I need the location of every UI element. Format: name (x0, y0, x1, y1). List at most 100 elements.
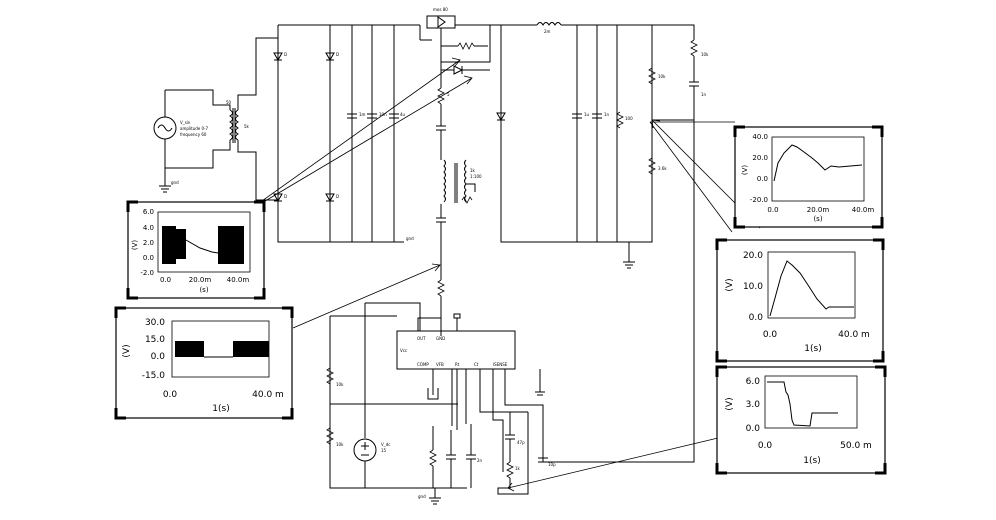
rectifier-bridge-group: D D D D 1m 10n 4u gnd (273, 24, 421, 243)
ac-source-group: V_sin amplitude 0-7 frequency 60 gnd (153, 89, 222, 193)
capacitor-icon (446, 454, 456, 460)
res-label: 1k (515, 466, 521, 471)
diode-icon (273, 52, 283, 62)
waveform-line (769, 260, 854, 317)
res-label: 10k (658, 74, 666, 79)
res-label: 100 (625, 116, 633, 121)
cap-label: 47p (517, 440, 525, 445)
scope-large-right-top: 20.0 10.0 0.0 0.0 40.0 m 1(s) (V) (715, 238, 885, 363)
y-tick-label: 20.0 (743, 251, 763, 261)
waveform-block (218, 226, 244, 264)
y-tick-label: 10.0 (743, 282, 763, 292)
ic-pin-label: Rt (455, 362, 460, 367)
xfmr-label-4: 1:100 (470, 174, 482, 179)
x-tick-label: 0.0 (758, 441, 773, 451)
waveform-block (176, 229, 186, 259)
source-gnd-label: gnd (171, 180, 179, 185)
x-tick-label: 50.0 m (840, 441, 872, 451)
x-unit-label: (s) (199, 286, 208, 294)
y-tick-label: 0.0 (757, 175, 768, 183)
x-unit-label: 1(s) (212, 404, 229, 414)
y-tick-label: 2.0 (143, 239, 154, 247)
diode-icon (453, 65, 464, 75)
waveform-block (233, 341, 269, 357)
ic-pin-label: Vcc (400, 348, 407, 353)
y-tick-label: 4.0 (143, 224, 154, 232)
inductor-label: 2m (544, 29, 551, 34)
resistor-icon (457, 42, 475, 50)
y-unit-label: (V) (131, 240, 139, 251)
resistor-icon (437, 87, 445, 105)
scope-large-right-bottom: 6.0 3.0 0.0 0.0 50.0 m 1(s) (V) (715, 365, 887, 475)
pwm-controller-ic (396, 330, 516, 370)
y-tick-label: 40.0 (752, 133, 768, 141)
resistor-icon (326, 427, 334, 445)
resistor-icon (616, 111, 624, 129)
diode-icon (496, 112, 506, 122)
cap-label: 2n (477, 458, 483, 463)
x-tick-label: 0.0 (160, 276, 171, 284)
y-tick-label: 6.0 (143, 208, 154, 216)
source-label-3: frequency 60 (180, 132, 207, 137)
resistor-icon (648, 67, 656, 85)
xfmr-label-1: 50 (226, 100, 232, 105)
resistor-icon (461, 196, 473, 204)
capacitor-icon (347, 113, 357, 119)
resistor-icon (506, 461, 514, 479)
dc-source-label-1: V_dc (381, 442, 390, 447)
y-unit-label: (V) (122, 344, 132, 357)
source-label-2: amplitude 0-7 (180, 126, 208, 131)
res-label: 10k (701, 52, 709, 57)
diode-label: D (336, 194, 339, 199)
resistor-icon (437, 279, 445, 297)
y-tick-label: 3.0 (746, 400, 761, 410)
waveform-line (773, 144, 863, 182)
waveform-block (175, 341, 204, 357)
y-tick-label: 6.0 (746, 377, 761, 387)
coupling-transformer-icon (443, 159, 446, 203)
y-unit-label: (V) (725, 397, 735, 410)
x-tick-label: 40.0 m (838, 330, 870, 340)
potentiometer-icon (429, 449, 437, 467)
diode-label: D (284, 52, 287, 57)
x-tick-label: 0.0 (763, 330, 778, 340)
x-tick-label: 20.0m (807, 206, 830, 214)
cap-label: 10p (548, 462, 556, 467)
ic-pin-label: Ct (474, 362, 479, 367)
resistor-icon (326, 367, 334, 385)
x-tick-label: 40.0 m (252, 390, 284, 400)
y-unit-label: (V) (741, 165, 749, 176)
resistor-icon (648, 157, 656, 175)
res-label: 5 (447, 92, 450, 97)
y-tick-label: 0.0 (746, 424, 761, 434)
source-label-1: V_sin (180, 120, 191, 125)
x-unit-label: (s) (813, 215, 822, 223)
res-label: 10k (336, 382, 344, 387)
cap-label: 1n (604, 112, 610, 117)
y-tick-label: -20.0 (750, 196, 768, 204)
x-tick-label: 0.0 (767, 206, 778, 214)
capacitor-icon (505, 434, 515, 440)
scope-small-left: 6.0 4.0 2.0 0.0 -2.0 0.0 20.0m 40.0m (s)… (126, 200, 266, 300)
y-tick-label: 0.0 (151, 352, 166, 362)
xfmr-label-2: 5k (244, 124, 250, 129)
scope-small-right: 40.0 20.0 0.0 -20.0 0.0 20.0m 40.0m (s) … (733, 125, 884, 229)
dc-source-label-2: 15 (381, 448, 387, 453)
scope-large-left: 30.0 15.0 0.0 -15.0 0.0 40.0 m 1(s) (V) (114, 306, 294, 420)
diode-icon (273, 193, 283, 203)
ic-pin-label: VFB (436, 362, 444, 367)
cap-label: 1m (359, 112, 366, 117)
diode-icon (325, 52, 335, 62)
mosfet-switch-icon (426, 15, 456, 29)
switch-label: mos 80 (433, 7, 448, 12)
capacitor-icon (466, 454, 476, 460)
control-circuit-group: Vcc OUT GND COMP VFB Rt Ct ISENSE V_dc 1… (326, 302, 556, 505)
waveform-block (162, 226, 176, 264)
resistor-icon (690, 39, 698, 57)
x-unit-label: 1(s) (804, 344, 821, 354)
y-tick-label: 0.0 (143, 254, 154, 262)
gnd-label: gnd (406, 236, 414, 241)
x-tick-label: 40.0m (852, 206, 875, 214)
diode-label: D (284, 194, 287, 199)
